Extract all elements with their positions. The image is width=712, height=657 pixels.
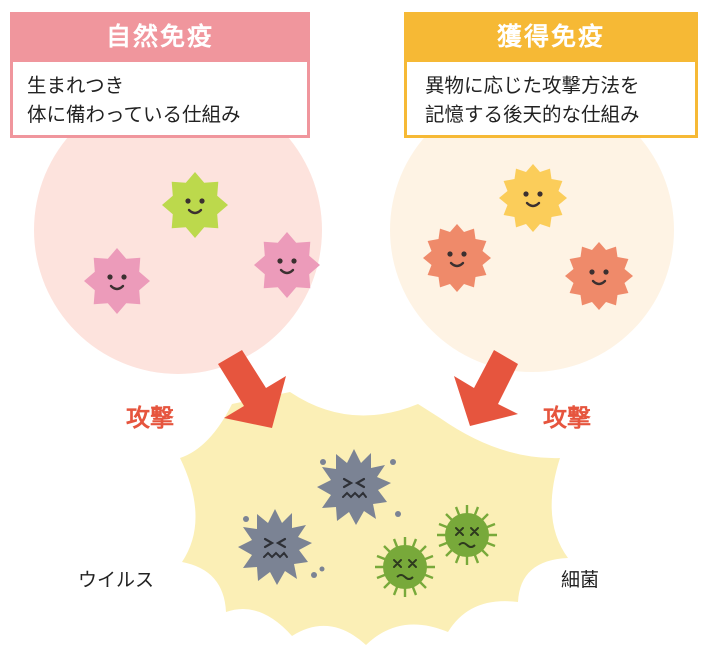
innate-immunity-description: 生まれつき 体に備わっている仕組み [10, 62, 310, 138]
innate-desc-line1: 生まれつき [27, 74, 125, 97]
bacterium-right [437, 505, 497, 565]
innate-cell-pink-right [254, 232, 320, 298]
virus-upper [317, 449, 391, 525]
pathogen-area [180, 392, 568, 645]
attack-label-right: 攻撃 [543, 404, 591, 432]
acquired-immunity-title: 獲得免疫 [404, 12, 698, 62]
bacterium-left [375, 537, 435, 597]
virus-particles [243, 459, 401, 578]
left-arrow-icon [218, 350, 286, 428]
attack-label-left: 攻撃 [126, 404, 174, 432]
virus-label: ウイルス [78, 569, 155, 591]
acquired-desc-line1: 異物に応じた攻撃方法を [425, 74, 640, 97]
right-arrow-icon [454, 350, 518, 426]
virus-lower [238, 509, 312, 585]
innate-cell-pink-left [84, 248, 150, 314]
acquired-desc-line2: 記憶する後天的な仕組み [425, 103, 640, 126]
acquired-immunity-description: 異物に応じた攻撃方法を 記憶する後天的な仕組み [404, 62, 698, 138]
bacteria-label: 細菌 [561, 569, 600, 591]
innate-desc-line2: 体に備わっている仕組み [27, 103, 241, 126]
innate-cell-green [162, 172, 228, 238]
innate-immunity-title: 自然免疫 [10, 12, 310, 62]
